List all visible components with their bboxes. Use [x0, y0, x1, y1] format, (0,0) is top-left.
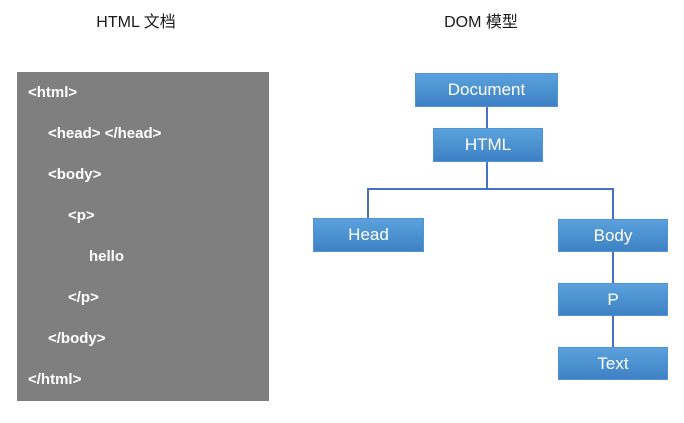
code-line-html-open: <html> [28, 84, 78, 101]
connector-document-html [486, 107, 488, 129]
tree-node-html: HTML [433, 128, 543, 162]
html-source-box: <html> <head> </head> <body> <p> hello <… [17, 72, 269, 401]
tree-node-p: P [558, 283, 668, 316]
connector-branch-body [612, 188, 614, 219]
code-line-p-open: <p> [68, 207, 95, 224]
html-document-title: HTML 文档 [96, 14, 176, 31]
tree-node-body: Body [558, 219, 668, 252]
dom-model-title: DOM 模型 [444, 14, 518, 31]
connector-body-p [612, 252, 614, 283]
connector-html-branch [486, 162, 488, 190]
connector-branch-head [367, 188, 369, 218]
code-line-p-close: </p> [68, 289, 99, 306]
tree-node-head: Head [313, 218, 424, 252]
code-line-hello: hello [89, 248, 125, 265]
connector-p-text [612, 316, 614, 347]
code-line-body-close: </body> [48, 330, 106, 347]
tree-node-text: Text [558, 347, 668, 380]
tree-node-document: Document [415, 73, 558, 107]
code-line-html-close: </html> [28, 371, 82, 388]
connector-branch-horizontal [367, 188, 614, 190]
code-line-head: <head> </head> [48, 125, 162, 142]
code-line-body-open: <body> [48, 166, 102, 183]
